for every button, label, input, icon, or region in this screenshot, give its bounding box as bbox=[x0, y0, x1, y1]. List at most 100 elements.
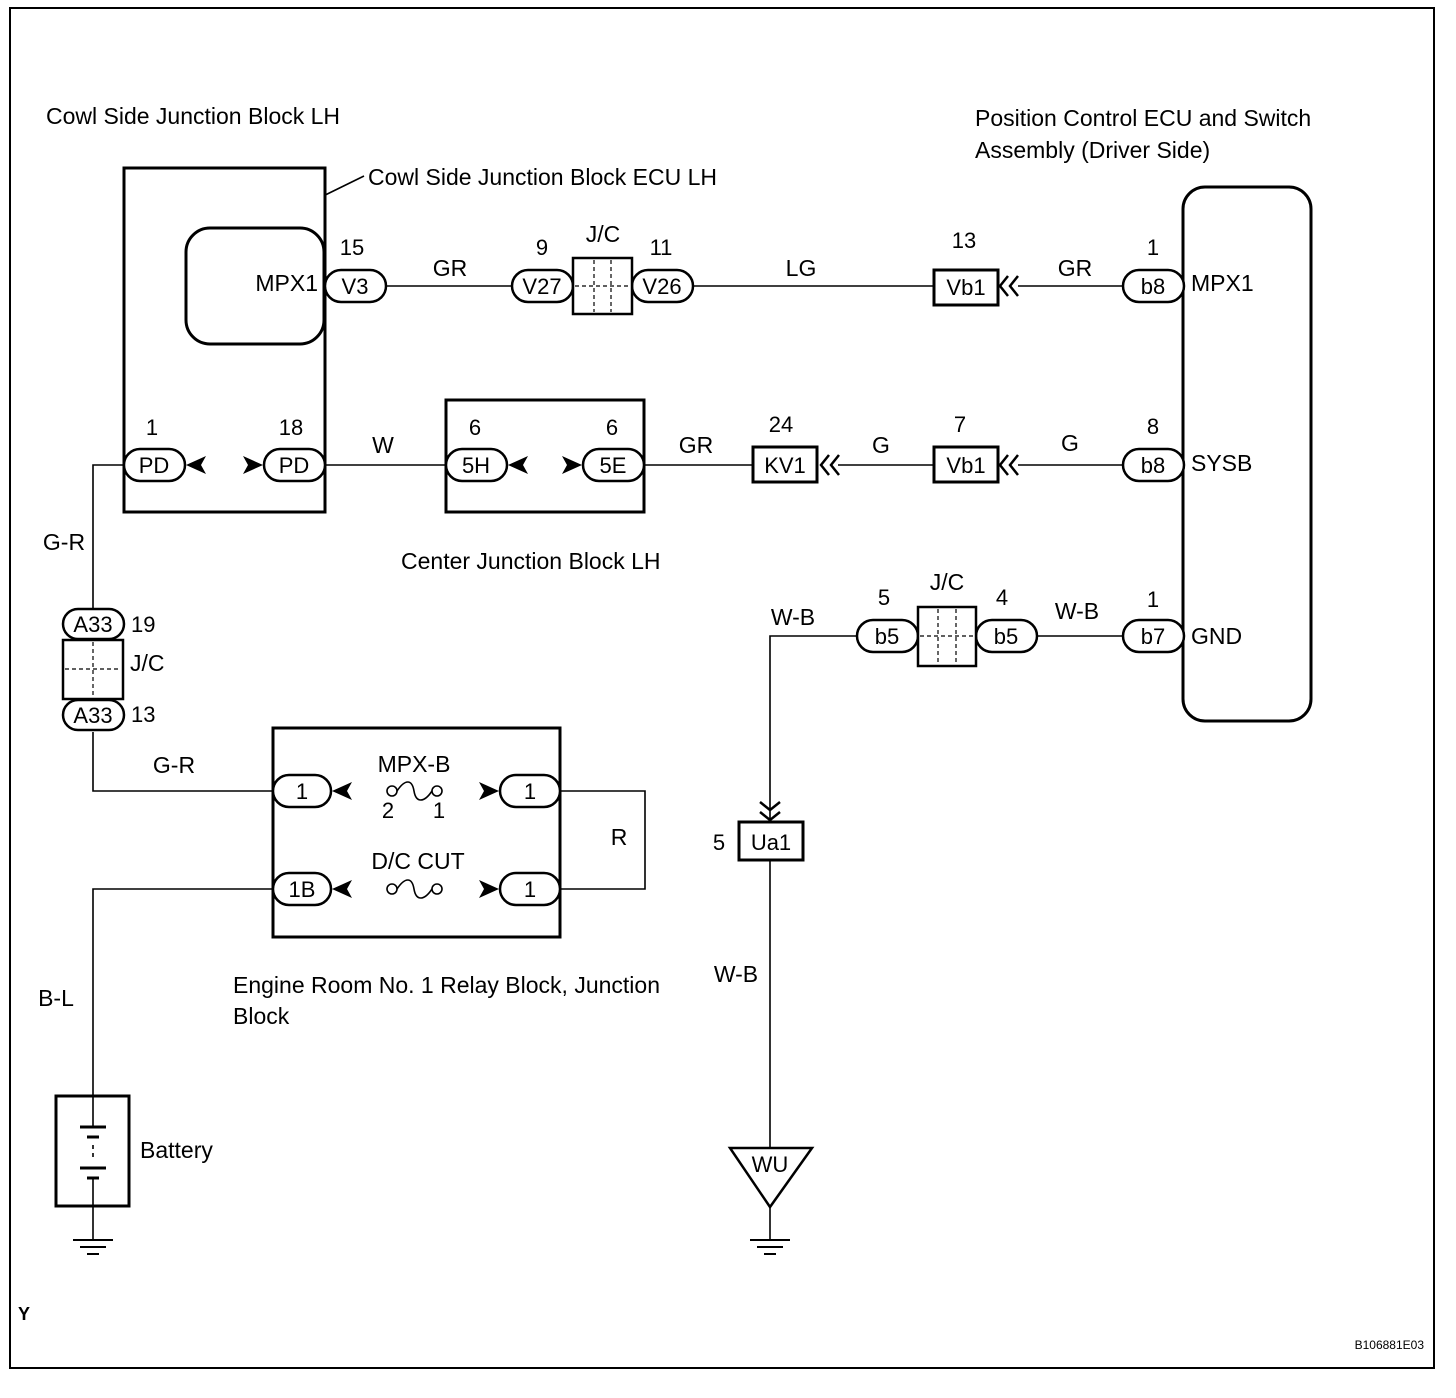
wire-label-gr-1: GR bbox=[433, 255, 468, 281]
connector-kv1 bbox=[751, 445, 819, 484]
wire-label-w-b-2: W-B bbox=[1055, 598, 1099, 624]
connector-eng-1b bbox=[271, 871, 333, 907]
connector-label-b8-mid: b8 bbox=[1141, 453, 1165, 478]
connector-label-a33-bottom: A33 bbox=[73, 703, 112, 728]
label-engine-block-1: Engine Room No. 1 Relay Block, Junction bbox=[233, 972, 660, 998]
label-fuse-pin-1: 1 bbox=[433, 798, 445, 823]
pin-a33-bottom: 13 bbox=[131, 702, 155, 727]
connector-eng-1-top-left bbox=[271, 773, 333, 809]
connector-label-eng-1b: 1B bbox=[289, 877, 316, 902]
pin-v26: 11 bbox=[650, 235, 673, 260]
ground-symbol-battery bbox=[73, 1239, 113, 1255]
pin-pd-left: 1 bbox=[146, 415, 158, 440]
connectors bbox=[61, 268, 1186, 907]
ground-symbol-wu bbox=[750, 1239, 790, 1255]
label-jc-right: J/C bbox=[930, 569, 965, 595]
wire-label-r: R bbox=[611, 824, 628, 850]
wire-label-g-1: G bbox=[872, 432, 890, 458]
connector-eng-1-bottom-right bbox=[498, 871, 562, 907]
wire-label-g-2: G bbox=[1061, 430, 1079, 456]
battery-symbol bbox=[80, 1096, 106, 1206]
label-battery: Battery bbox=[140, 1137, 213, 1163]
connector-eng-1-top-right bbox=[498, 773, 562, 809]
connector-5e bbox=[581, 447, 646, 483]
wu-ground-point bbox=[727, 1146, 815, 1210]
wire-w-b-b5-ua1 bbox=[769, 635, 857, 822]
connector-v3 bbox=[323, 268, 388, 304]
pin-vb1-top: 13 bbox=[952, 228, 976, 253]
connector-label-v3: V3 bbox=[342, 274, 369, 299]
connector-label-a33-top: A33 bbox=[73, 612, 112, 637]
label-position-ecu-1: Position Control ECU and Switch bbox=[975, 105, 1311, 131]
pin-v27: 9 bbox=[536, 235, 548, 260]
label-cowl-ecu: Cowl Side Junction Block ECU LH bbox=[368, 164, 717, 190]
connector-label-5e: 5E bbox=[600, 453, 627, 478]
pin-5e: 6 bbox=[606, 415, 618, 440]
connector-label-pd-left: PD bbox=[139, 453, 170, 478]
wire-label-g-r-2: G-R bbox=[153, 752, 195, 778]
junction-arrows bbox=[186, 456, 582, 898]
connector-label-v27: V27 bbox=[522, 274, 561, 299]
outer-frame bbox=[9, 7, 1435, 1369]
terminal-ecu-sysb: SYSB bbox=[1191, 450, 1252, 476]
wire-labels: GR LG GR W GR G G G-R G-R R B-L W-B W-B … bbox=[38, 255, 1099, 1011]
wire-g-r-pd-a33 bbox=[92, 464, 124, 610]
label-engine-block-2: Block bbox=[233, 1003, 290, 1029]
wire-label-g-r-1: G-R bbox=[43, 529, 85, 555]
junction-connector-top bbox=[571, 256, 634, 316]
connector-pd-left bbox=[122, 447, 187, 483]
pin-ua1: 5 bbox=[713, 830, 725, 855]
pin-numbers: 15 9 11 13 1 1 18 6 6 24 7 8 19 13 5 4 1… bbox=[131, 228, 1159, 855]
terminal-cowl-mpx1: MPX1 bbox=[255, 270, 318, 296]
pin-5h: 6 bbox=[469, 415, 481, 440]
wire-b-l-battery bbox=[92, 888, 273, 1096]
pin-pd-right: 18 bbox=[279, 415, 303, 440]
wire-label-b-l: B-L bbox=[38, 985, 74, 1011]
pin-b7: 1 bbox=[1147, 587, 1159, 612]
connector-ua1 bbox=[737, 820, 805, 862]
connector-vb1-top bbox=[932, 268, 1000, 307]
connector-label-b7: b7 bbox=[1141, 624, 1165, 649]
pin-a33-top: 19 bbox=[131, 612, 155, 637]
connector-label-eng-1-bottom-right: 1 bbox=[524, 877, 536, 902]
connector-label-kv1: KV1 bbox=[764, 453, 806, 478]
junction-connector-right bbox=[916, 605, 978, 668]
connector-label-ua1: Ua1 bbox=[751, 830, 791, 855]
fuse-dc-cut-symbol bbox=[386, 879, 443, 899]
terminal-ecu-gnd: GND bbox=[1191, 623, 1242, 649]
label-fuse-dc-cut: D/C CUT bbox=[371, 848, 464, 874]
position-control-ecu bbox=[1181, 185, 1313, 723]
connector-labels: V3 V27 V26 Vb1 b8 PD PD 5H 5E KV1 Vb1 b8… bbox=[73, 274, 1165, 1177]
connector-5h bbox=[444, 447, 509, 483]
connector-arrows bbox=[759, 275, 1019, 822]
label-position-ecu-2: Assembly (Driver Side) bbox=[975, 137, 1210, 163]
wire-label-w: W bbox=[372, 432, 394, 458]
connector-label-vb1-mid: Vb1 bbox=[946, 453, 985, 478]
pin-kv1: 24 bbox=[769, 412, 793, 437]
connector-label-eng-1-top-right: 1 bbox=[524, 779, 536, 804]
wire-label-gr-2: GR bbox=[1058, 255, 1093, 281]
connector-label-5h: 5H bbox=[462, 453, 490, 478]
corner-label-y: Y bbox=[18, 1304, 30, 1324]
pin-v3: 15 bbox=[340, 235, 364, 260]
pin-vb1-mid: 7 bbox=[954, 412, 966, 437]
connector-vb1-mid bbox=[932, 445, 1000, 484]
connector-label-eng-1-top-left: 1 bbox=[296, 779, 308, 804]
connector-label-vb1-top: Vb1 bbox=[946, 275, 985, 300]
fuse-mpx-b-symbol bbox=[386, 781, 443, 801]
connector-label-b5-left: b5 bbox=[875, 624, 899, 649]
connector-label-wu: WU bbox=[752, 1152, 789, 1177]
label-fuse-pin-2: 2 bbox=[382, 798, 394, 823]
connector-b8-mid bbox=[1121, 447, 1186, 483]
connector-b7 bbox=[1121, 618, 1186, 654]
wire-label-gr-3: GR bbox=[679, 432, 714, 458]
wire-g-r-a33-engine bbox=[92, 732, 273, 792]
label-center-block: Center Junction Block LH bbox=[401, 548, 661, 574]
pin-b5-right: 4 bbox=[996, 585, 1008, 610]
figure-id: B106881E03 bbox=[1355, 1338, 1425, 1352]
pin-b8-top: 1 bbox=[1147, 235, 1159, 260]
label-fuse-mpx-b: MPX-B bbox=[378, 751, 451, 777]
pin-b8-mid: 8 bbox=[1147, 414, 1159, 439]
junction-connector-left bbox=[61, 638, 125, 701]
label-jc-top: J/C bbox=[586, 221, 621, 247]
